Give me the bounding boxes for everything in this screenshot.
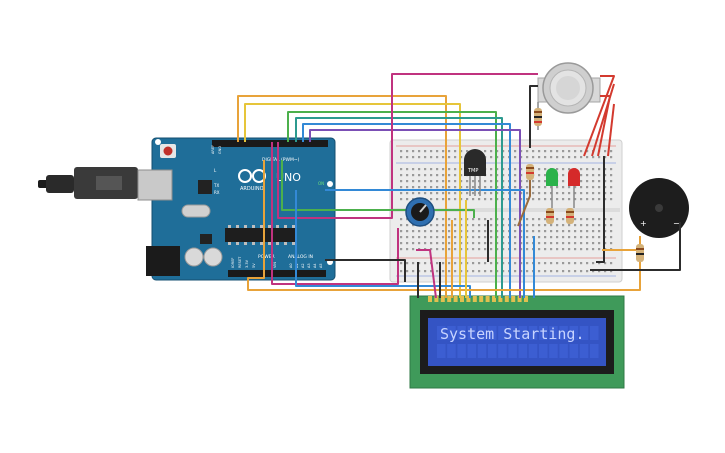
lcd-cells [437, 326, 599, 358]
buzzer-minus-label: − [673, 219, 680, 228]
breadboard-holes [400, 150, 613, 273]
wire-yellow-top [244, 103, 461, 298]
aref-label: AREF [211, 145, 215, 154]
l-label: L [214, 168, 217, 173]
wire-blue-top [302, 123, 511, 298]
resistor-top-1 [526, 164, 534, 180]
board-model-label: UNO [276, 171, 301, 184]
wire-green-mid [281, 160, 475, 218]
temperature-sensor[interactable]: TMP [464, 149, 486, 196]
arduino-uno-board[interactable]: UNO ARDUINO DIGITAL (PWM~) POWER ANALOG … [137, 137, 336, 281]
resistor-led-1 [546, 208, 554, 224]
gas-sensor[interactable] [537, 62, 601, 114]
resistor-led-2 [566, 208, 574, 224]
digital-header [212, 140, 328, 147]
reset-pin-label: RESET [238, 256, 242, 268]
a0-label: A0 [289, 263, 293, 268]
tmp-label: TMP [467, 168, 478, 174]
piezo-buzzer[interactable]: + − [629, 178, 689, 238]
a2-label: A2 [301, 263, 305, 268]
led-red[interactable] [568, 168, 580, 208]
rx-label: RX [214, 190, 220, 195]
ioref-label: IOREF [231, 258, 235, 268]
3v3-label: 3.3V [245, 259, 249, 268]
a3-label: A3 [307, 263, 311, 268]
a4-label: A4 [313, 263, 317, 268]
capacitor-1 [184, 247, 204, 267]
atmega-chip [225, 228, 297, 242]
wire-black-gnd [325, 259, 406, 282]
resistor-buzzer [636, 244, 644, 262]
lcd-pin-header [428, 296, 528, 302]
power-analog-header [228, 270, 326, 277]
wire-orange-bottom [247, 160, 641, 291]
board-brand-label: ARDUINO [240, 186, 264, 192]
digital-label: DIGITAL (PWM~) [262, 157, 300, 163]
wire-purple-top [309, 129, 521, 298]
power-label: POWER [258, 254, 275, 260]
led-green[interactable] [546, 168, 558, 208]
a5-label: A5 [319, 263, 323, 268]
gnd-label: GND [218, 146, 222, 154]
5v-label: 5V [252, 263, 256, 268]
crystal [181, 204, 211, 218]
wire-blue-low [295, 190, 471, 298]
power-jack [146, 246, 180, 276]
lcd-16x2[interactable]: System Starting. [409, 295, 625, 389]
on-label: ON [318, 181, 324, 186]
wire-black-buzzer [590, 222, 681, 271]
analog-label: ANALOG IN [288, 254, 313, 260]
wires [237, 73, 681, 299]
potentiometer[interactable] [405, 197, 435, 227]
wire-red-sensor-1 [583, 75, 615, 157]
vin-label: VIN [273, 262, 277, 268]
lcd-display-text: System Starting. [440, 325, 585, 343]
tx-label: TX [213, 183, 219, 188]
capacitor-2 [203, 247, 223, 267]
resistor-sensor [534, 102, 542, 130]
wire-magenta-sensor [277, 73, 538, 219]
wire-blue-right [325, 189, 525, 298]
wire-teal-top [295, 117, 503, 298]
buzzer-plus-label: + [640, 219, 647, 228]
breadboard[interactable] [389, 139, 623, 283]
wire-orange-top [237, 95, 447, 298]
wire-magenta-low [271, 142, 399, 285]
usb-jack [137, 169, 173, 201]
